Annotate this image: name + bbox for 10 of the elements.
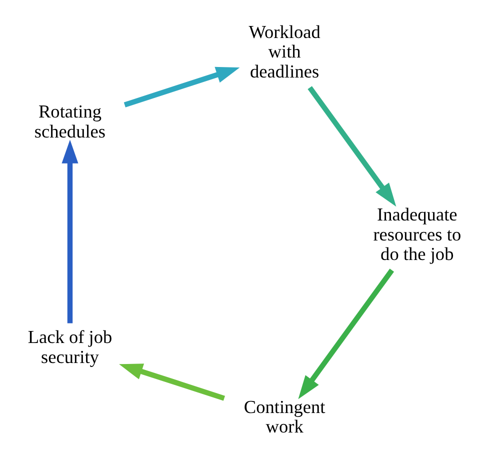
arrow xyxy=(308,86,396,207)
node-text: Contingent work xyxy=(244,396,326,437)
arrow xyxy=(62,140,78,324)
arrow xyxy=(119,364,226,401)
node-text: Rotating schedules xyxy=(34,102,106,142)
arrow xyxy=(298,268,394,400)
node-text: Lack of job security xyxy=(28,327,112,367)
node-text: Workload with deadlines xyxy=(248,22,320,82)
arrow xyxy=(124,66,240,108)
node-text: Inadequate resources to do the job xyxy=(373,204,462,264)
